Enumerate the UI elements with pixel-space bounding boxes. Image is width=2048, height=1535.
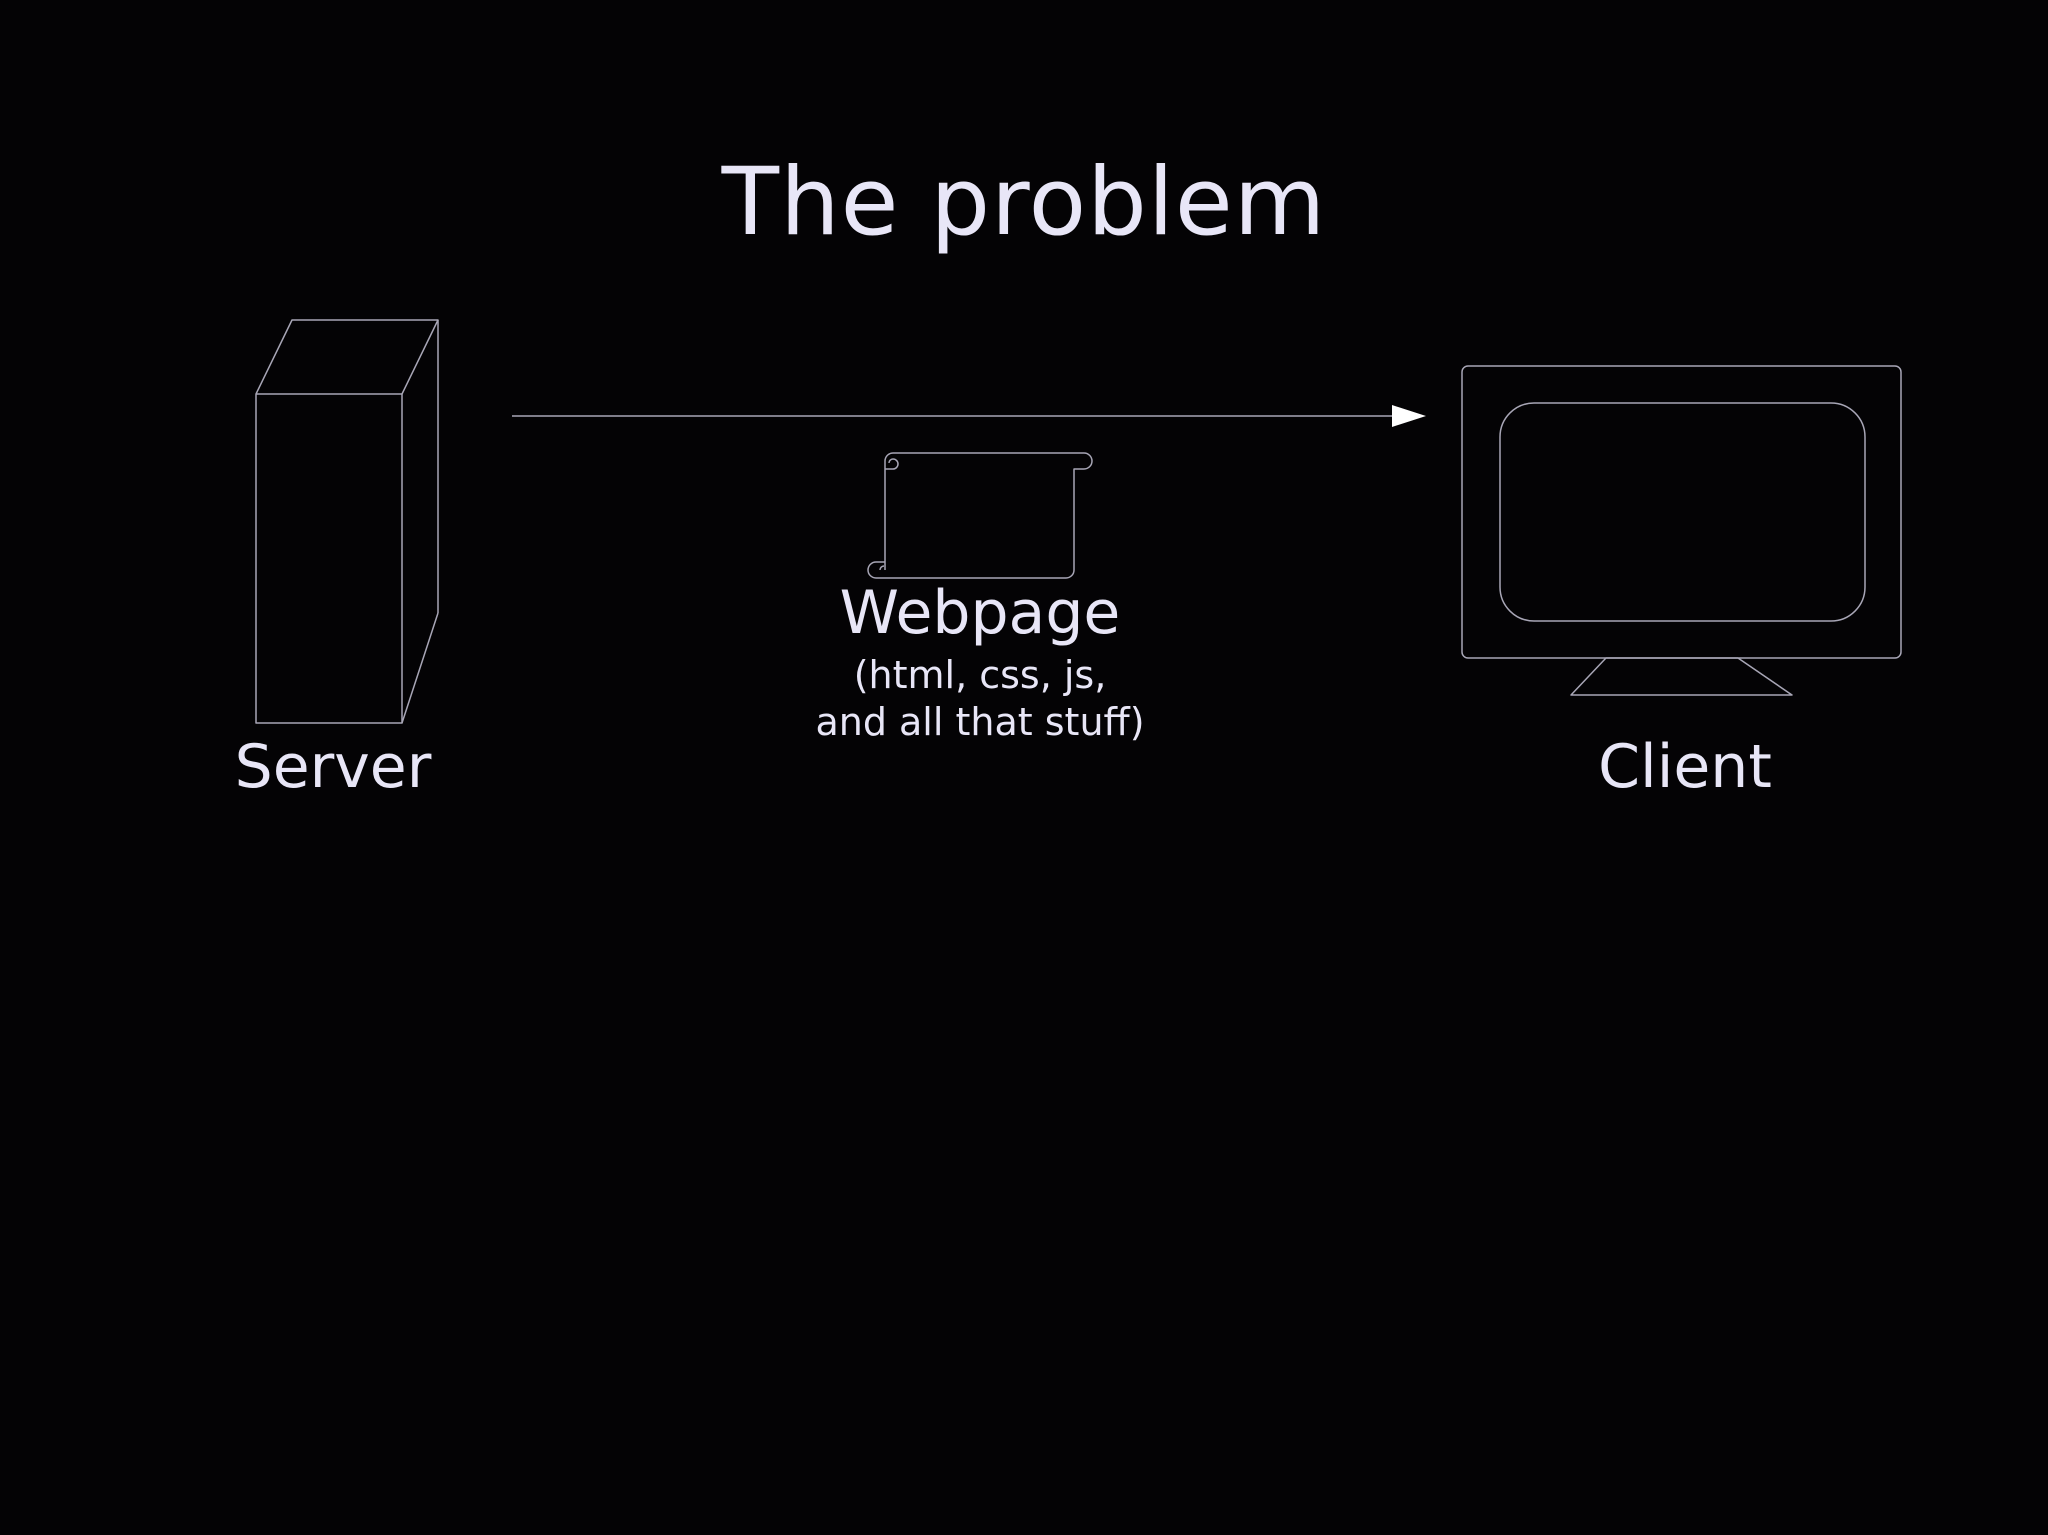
webpage-sublabel: (html, css, js, and all that stuff) [780,652,1180,746]
monitor-icon [1461,365,1902,696]
server-tower-icon [255,319,439,724]
slide-title: The problem [721,148,1327,257]
server-to-client-arrow [512,405,1426,427]
webpage-label: Webpage [839,578,1121,648]
webpage-sublabel-line-1: (html, css, js, [853,653,1107,697]
server-label: Server [234,732,432,802]
scroll-document-icon [867,452,1093,579]
webpage-sublabel-line-2: and all that stuff) [815,700,1145,744]
client-label: Client [1598,732,1772,802]
